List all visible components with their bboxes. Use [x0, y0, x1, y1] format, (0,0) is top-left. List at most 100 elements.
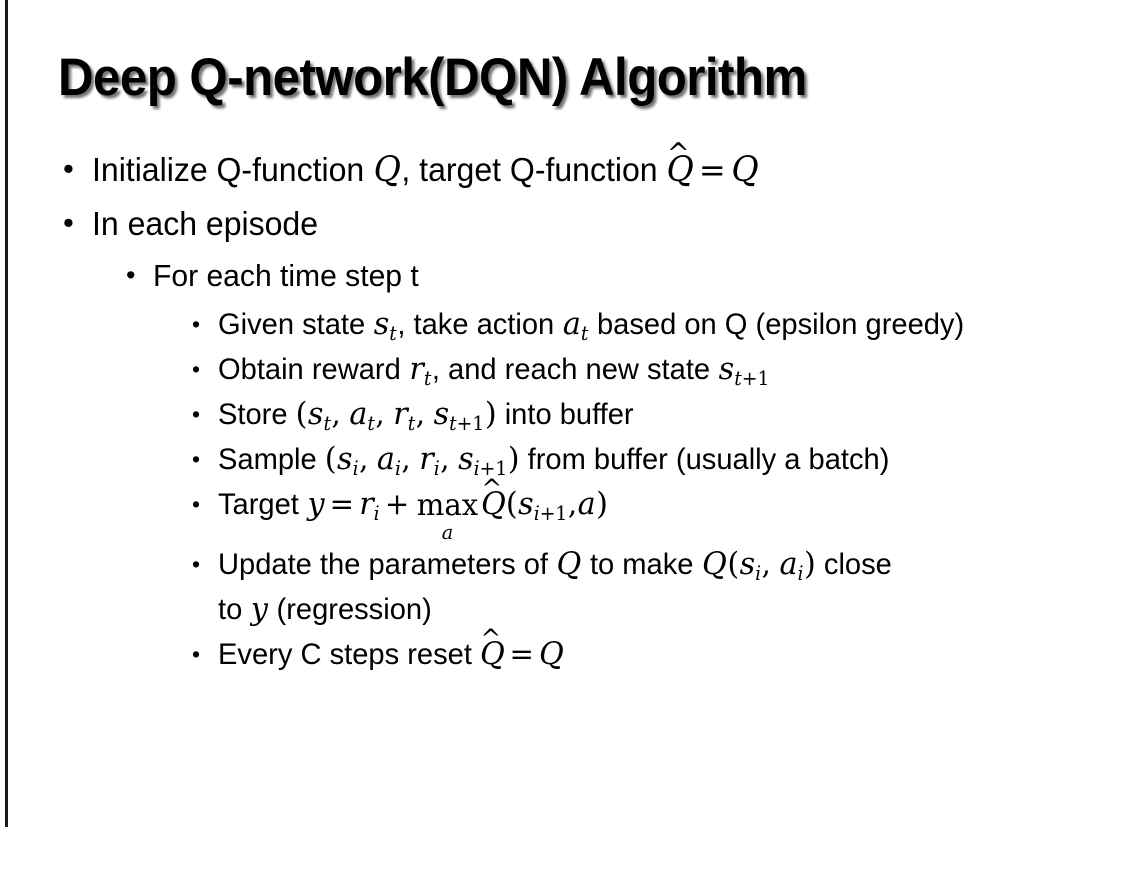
sub-var-t: t [449, 411, 457, 435]
math-Qhat-equals-Q: ^Q=Q [479, 627, 564, 673]
text-update-pre: Update the parameters of [218, 548, 557, 582]
bullet-marker-icon: • [63, 151, 74, 186]
math-s: s [433, 396, 450, 432]
bullet-every-c-steps: • Every C steps reset ^Q=Q [0, 627, 1124, 677]
math-comma: , [375, 397, 385, 432]
math-Qhat-base: Q [479, 636, 505, 673]
math-s-i: si [739, 546, 762, 583]
math-Q-func: Q [702, 546, 727, 583]
math-s: s [718, 351, 735, 387]
math-a-t: at [349, 396, 376, 435]
math-subscript-i: i [797, 561, 804, 585]
math-Qhat-base: Q [666, 150, 694, 190]
bullet-obtain-reward: • Obtain reward rt, and reach new state … [0, 347, 1124, 392]
math-equals: = [509, 637, 534, 673]
math-Q-right: Q [538, 636, 564, 673]
sub-plus: + [741, 366, 758, 390]
text-obtain-pre: Obtain reward [218, 353, 409, 386]
math-r-i: ri [359, 486, 380, 523]
math-r: r [359, 486, 374, 522]
math-s: s [518, 486, 534, 522]
text-initialize-pre: Initialize Q-function [92, 151, 374, 188]
hat-accent-icon: ^ [480, 624, 502, 655]
math-lparen: ( [727, 546, 740, 583]
math-lparen: ( [324, 441, 337, 477]
text-store-pre: Store [218, 398, 296, 431]
bullet-marker-icon: • [192, 551, 201, 578]
sub-one: 1 [555, 501, 568, 525]
math-y: y [307, 486, 325, 522]
bullet-sample: • Sample (si, ai, ri, si+1) from buffer … [0, 437, 1124, 482]
math-equals: = [329, 487, 355, 522]
math-rparen: ) [507, 441, 520, 477]
bullet-marker-icon: • [192, 491, 201, 517]
bullet-obtain-reward-text: Obtain reward rt, and reach new state st… [218, 347, 1072, 392]
math-subscript-i-plus-1: i+1 [534, 502, 568, 525]
math-subscript-t: t [367, 411, 375, 435]
math-a: a [577, 486, 596, 522]
math-r: r [419, 441, 434, 477]
math-s-i-plus-1: si+1 [458, 441, 508, 480]
math-Q: Q [373, 150, 401, 190]
bullet-marker-icon: • [192, 401, 201, 427]
math-subscript-i: i [433, 456, 440, 480]
math-r-t: rt [393, 396, 416, 433]
math-a-t: at [562, 306, 589, 345]
math-equals: = [698, 150, 726, 189]
math-a-i: ai [376, 441, 401, 480]
math-subscript-i: i [352, 456, 359, 480]
page-title: Deep Q-network(DQN) Algorithm [58, 48, 807, 107]
text-every-pre: Every C steps reset [218, 638, 480, 672]
math-store-tuple: (st, at, rt, st+1) [296, 396, 497, 435]
math-Q-hat: ^Q [479, 627, 505, 673]
math-y: y [250, 591, 268, 628]
math-r: r [393, 396, 408, 432]
hat-accent-icon: ^ [481, 474, 503, 505]
bullet-sample-text: Sample (si, ai, ri, si+1) from buffer (u… [218, 437, 1072, 482]
hat-accent-icon: ^ [666, 137, 690, 171]
math-subscript-t: t [323, 411, 332, 435]
sub-one: 1 [757, 366, 770, 390]
math-s: s [373, 306, 390, 342]
math-subscript-t-plus-1: t+1 [734, 367, 769, 390]
bullet-for-each-time-step: • For each time step t [0, 253, 1124, 298]
math-Q-of-si-ai: Q(si, ai) [702, 546, 816, 583]
bullet-update: • Update the parameters of Q to make Q(s… [0, 542, 1124, 632]
math-subscript-t: t [580, 321, 589, 345]
math-s: s [307, 396, 324, 432]
math-comma: , [567, 487, 578, 522]
math-max-label: max [416, 487, 479, 523]
math-subscript-i: i [394, 456, 401, 480]
text-given-mid: , take action [397, 308, 563, 341]
math-s: s [458, 441, 474, 477]
math-s-i-plus-1: si+1 [518, 486, 568, 525]
math-comma: , [359, 442, 369, 477]
bullet-marker-icon: • [63, 205, 74, 240]
math-comma: , [331, 397, 341, 432]
sub-one: 1 [472, 411, 485, 435]
math-sample-tuple: (si, ai, ri, si+1) [324, 441, 520, 480]
math-Q-hat: ^Q [666, 139, 694, 190]
math-Q-right: Q [731, 150, 759, 190]
text-update-tail: (regression) [268, 593, 432, 627]
math-s-i: si [337, 441, 360, 480]
math-comma: , [440, 442, 450, 477]
bullet-initialize: • Initialize Q-function Q, target Q-func… [0, 139, 1124, 194]
math-s-t: st [373, 306, 397, 343]
bullet-for-each-time-step-text: For each time step t [153, 258, 419, 293]
text-sample-pre: Sample [218, 443, 325, 476]
bullet-every-c-steps-text: Every C steps reset ^Q=Q [218, 627, 1072, 677]
sub-var-i: i [533, 501, 540, 525]
sub-plus: + [456, 411, 473, 435]
bullet-marker-icon: • [192, 311, 201, 337]
math-Q-hat: ^Q [481, 477, 506, 520]
math-s: s [739, 546, 756, 583]
math-comma: , [761, 547, 771, 583]
math-r-i: ri [419, 441, 440, 480]
sub-plus: + [479, 456, 496, 480]
math-comma: , [401, 442, 411, 477]
